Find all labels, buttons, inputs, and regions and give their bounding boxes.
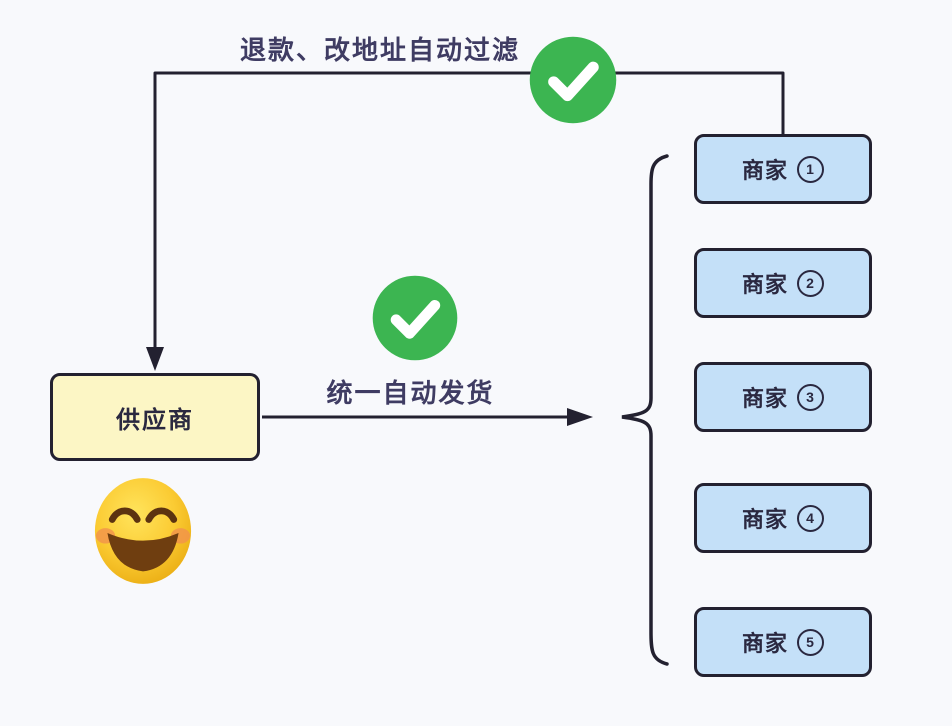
merchant-label: 商家 — [741, 631, 788, 656]
merchant-label: 商家 — [741, 507, 788, 532]
flow-label-auto-ship: 统一自动发货 — [326, 378, 495, 408]
mouth — [107, 532, 179, 572]
eye-right — [145, 507, 178, 523]
flow-label-refund-address-filter: 退款、改地址自动过滤 — [239, 35, 520, 65]
check-circle-icon — [527, 34, 619, 126]
down-arrowhead — [146, 347, 164, 371]
eye-left — [108, 507, 141, 523]
merchant-label: 商家 — [741, 158, 788, 183]
merchant-node-4: 商家 4 — [694, 483, 872, 553]
merchant-node-3: 商家 3 — [694, 362, 872, 432]
merchant-label: 商家 — [741, 272, 788, 297]
smiling-face-emoji-icon — [93, 474, 193, 590]
circled-number: 2 — [797, 269, 824, 297]
merchant-label: 商家 — [741, 386, 788, 411]
brace-icon — [621, 154, 669, 666]
circled-number: 3 — [797, 383, 824, 411]
right-arrowhead — [567, 408, 593, 426]
circled-number: 1 — [797, 155, 824, 183]
merchant-node-5: 商家 5 — [694, 607, 872, 677]
supplier-label: 供应商 — [116, 406, 194, 434]
check-circle-icon — [370, 273, 460, 363]
circled-number: 5 — [797, 628, 824, 656]
merchant-node-2: 商家 2 — [694, 248, 872, 318]
top-route-line — [153, 71, 785, 349]
supplier-node: 供应商 — [50, 373, 260, 461]
circled-number: 4 — [797, 504, 824, 532]
merchant-node-1: 商家 1 — [694, 134, 872, 204]
